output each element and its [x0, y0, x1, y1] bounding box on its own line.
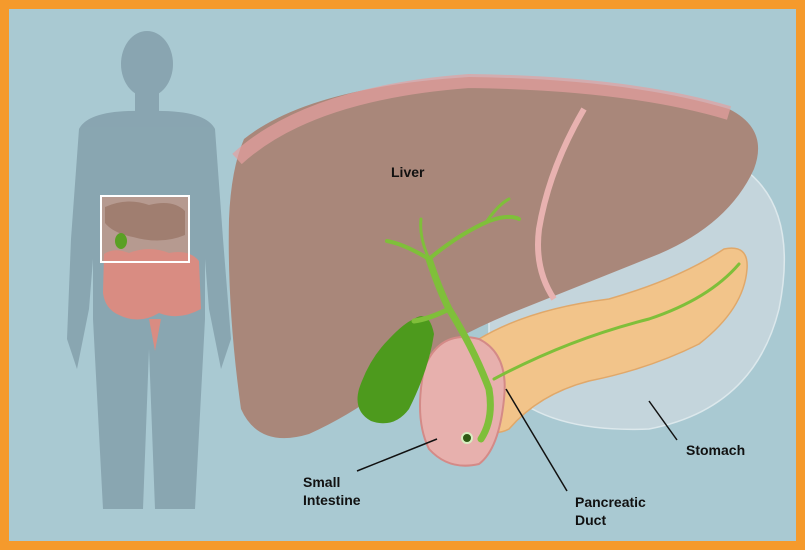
ampulla: [462, 433, 472, 443]
small-intestine-label: Small Intestine: [303, 473, 361, 509]
liver-label: Liver: [391, 163, 424, 181]
small-intestine-leader: [357, 439, 437, 471]
anatomy-illustration: [9, 9, 796, 541]
stomach-label: Stomach: [686, 441, 745, 459]
pancreatic-duct-label: Pancreatic Duct: [575, 493, 646, 529]
